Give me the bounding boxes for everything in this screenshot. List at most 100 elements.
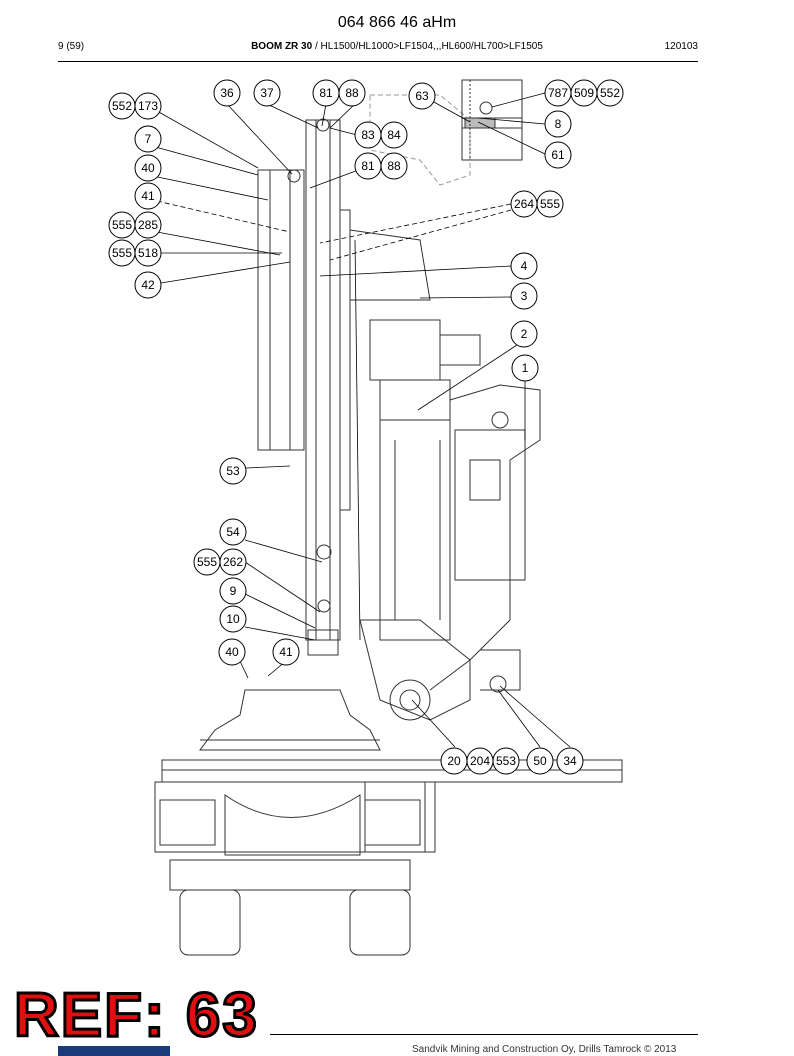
callout-label: 3 [521,289,528,303]
callout-41: 41 [272,638,300,666]
callout-36: 36 [213,79,241,107]
callout-173: 173 [134,92,162,120]
boom-arm [349,229,541,721]
callout-81: 81 [354,152,382,180]
callout-label: 1 [522,361,529,375]
callout-88: 88 [338,79,366,107]
callout-552: 552 [108,92,136,120]
callout-label: 63 [415,89,429,103]
callout-88: 88 [380,152,408,180]
callout-label: 173 [138,99,158,113]
callout-label: 36 [220,86,234,100]
callout-518: 518 [134,239,162,267]
callout-552: 552 [596,79,624,107]
callout-label: 9 [230,584,237,598]
callout-20: 20 [440,747,468,775]
callout-509: 509 [570,79,598,107]
callout-10: 10 [219,605,247,633]
callout-label: 54 [226,525,240,539]
callout-label: 2 [521,327,528,341]
callout-label: 555 [112,246,132,260]
callout-label: 555 [540,197,560,211]
page-number: 9 (59) [58,41,85,52]
callout-787: 787 [544,79,572,107]
callout-41: 41 [134,182,162,210]
callout-40: 40 [134,154,162,182]
callout-555: 555 [108,211,136,239]
leader-lines [147,92,571,748]
footer-rule [270,1034,698,1035]
callout-264: 264 [510,190,538,218]
callout-label: 61 [551,148,565,162]
feed-beam [257,118,351,656]
callout-label: 10 [226,612,240,626]
callout-label: 88 [345,86,359,100]
callout-2: 2 [510,320,538,348]
callout-37: 37 [253,79,281,107]
callout-label: 81 [319,86,333,100]
callout-label: 555 [112,218,132,232]
callout-label: 552 [600,86,620,100]
header-rule [58,61,698,62]
callout-label: 81 [361,159,375,173]
callout-label: 37 [260,86,274,100]
callout-63: 63 [408,82,436,110]
model-title-rest: / HL1500/HL1000>LF1504,,,HL600/HL700>LF1… [312,41,543,52]
callout-label: 509 [574,86,594,100]
callout-81: 81 [312,79,340,107]
callout-label: 552 [112,99,132,113]
callout-285: 285 [134,211,162,239]
callout-label: 41 [141,189,155,203]
callout-1: 1 [511,354,539,382]
footer-copyright: Sandvik Mining and Construction Oy, Dril… [412,1044,677,1055]
callout-label: 41 [279,645,293,659]
detail-inset [461,79,523,161]
document-code: 120103 [664,41,698,52]
callout-label: 42 [141,278,155,292]
callout-label: 262 [223,555,243,569]
callout-555: 555 [536,190,564,218]
callout-label: 34 [563,754,577,768]
callout-label: 50 [533,754,547,768]
callout-61: 61 [544,141,572,169]
callout-204: 204 [466,747,494,775]
callout-label: 84 [387,128,401,142]
callout-8: 8 [544,110,572,138]
callout-label: 88 [387,159,401,173]
callout-555: 555 [108,239,136,267]
callout-label: 8 [555,117,562,131]
callout-42: 42 [134,271,162,299]
callout-label: 264 [514,197,534,211]
callout-label: 40 [141,161,155,175]
callout-label: 553 [496,754,516,768]
callout-53: 53 [219,457,247,485]
callout-54: 54 [219,518,247,546]
callout-7: 7 [134,125,162,153]
document-number: 064 866 46 aHm [337,14,457,31]
callout-555: 555 [193,548,221,576]
callout-label: 20 [447,754,461,768]
callout-label: 4 [521,259,528,273]
model-title-bold: BOOM ZR 30 [251,41,313,52]
callout-34: 34 [556,747,584,775]
callout-label: 518 [138,246,158,260]
callout-4: 4 [510,252,538,280]
callout-label: 53 [226,464,240,478]
callout-9: 9 [219,577,247,605]
callout-label: 787 [548,86,568,100]
callout-label: 204 [470,754,490,768]
ref-stamp: REF: 63 [13,981,259,1050]
callout-label: 7 [145,132,152,146]
brand-logo [58,1046,170,1056]
callout-262: 262 [219,548,247,576]
callout-553: 553 [492,747,520,775]
callout-83: 83 [354,121,382,149]
callout-label: 83 [361,128,375,142]
callout-label: 285 [138,218,158,232]
model-title: BOOM ZR 30 / HL1500/HL1000>LF1504,,,HL60… [0,41,794,52]
callout-3: 3 [510,282,538,310]
carrier-base [154,689,623,956]
callout-50: 50 [526,747,554,775]
callout-84: 84 [380,121,408,149]
